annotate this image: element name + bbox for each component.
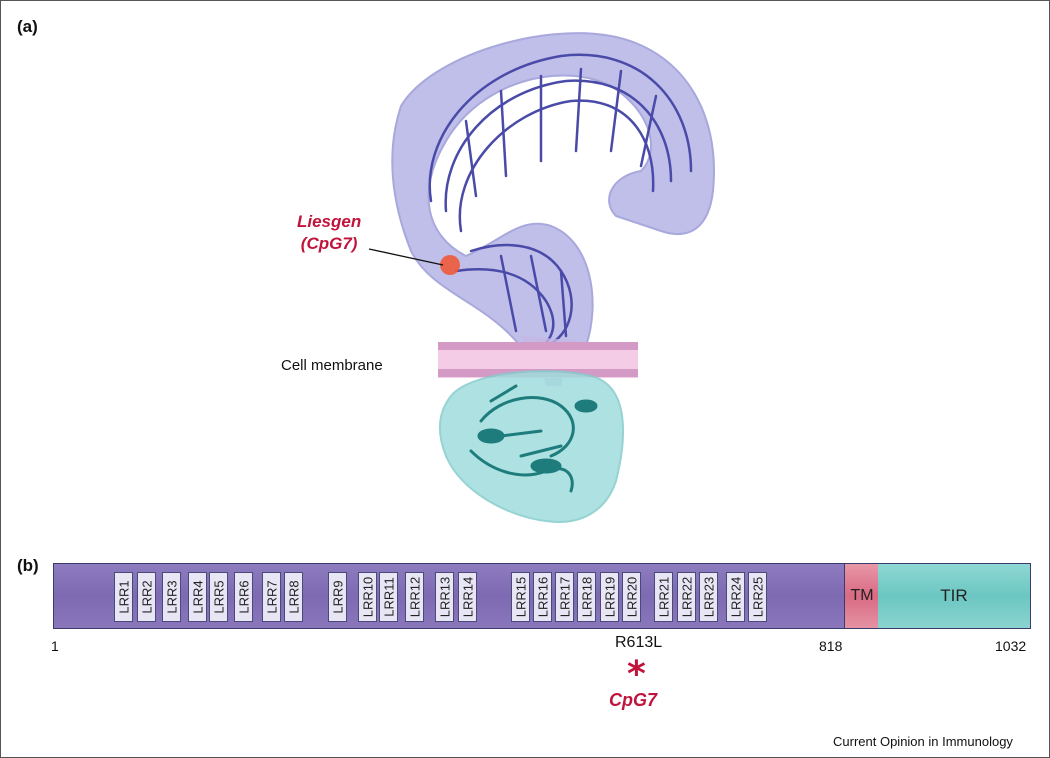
position-start: 1: [51, 638, 59, 654]
lrr-box: LRR22: [677, 572, 696, 622]
lrr-label: LRR25: [750, 576, 765, 618]
lrr-box: LRR4: [188, 572, 207, 622]
tir-domain-surface: [439, 370, 625, 523]
position-end: 1032: [995, 638, 1027, 654]
lrr-label: LRR22: [679, 576, 694, 618]
lrr-label: LRR4: [190, 580, 205, 614]
lrr-box: LRR20: [622, 572, 641, 622]
ectodomain-ribbon: [428, 53, 693, 353]
panel-a-label: (a): [17, 17, 38, 36]
lrr-box: LRR6: [234, 572, 253, 622]
ligand-label-line2: (CpG7): [300, 234, 358, 253]
lrr-box: LRR18: [577, 572, 596, 622]
lrr-label: LRR21: [656, 576, 671, 618]
lrr-label: LRR7: [264, 580, 279, 614]
mutation-marker: *: [627, 654, 646, 695]
lrr-label: LRR18: [579, 576, 594, 618]
position-tm-start: 818: [819, 638, 843, 654]
lrr-label: LRR14: [460, 576, 475, 618]
lrr-label: LRR13: [437, 576, 452, 618]
lrr-box: LRR5: [209, 572, 228, 622]
lrr-box: LRR23: [699, 572, 718, 622]
lrr-label: LRR16: [535, 576, 550, 618]
lrr-label: LRR19: [602, 576, 617, 618]
lrr-box: LRR14: [458, 572, 477, 622]
lrr-box: LRR25: [748, 572, 767, 622]
lrr-box: LRR10: [358, 572, 377, 622]
lrr-box: LRR16: [533, 572, 552, 622]
lrr-label: LRR24: [728, 576, 743, 618]
lrr-box: LRR1: [114, 572, 133, 622]
lrr-label: LRR6: [236, 580, 251, 614]
lrr-label: LRR9: [330, 580, 345, 614]
lrr-box: LRR9: [328, 572, 347, 622]
lrr-box: LRR13: [435, 572, 454, 622]
tir-domain-ribbon: [469, 384, 598, 493]
lrr-box: LRR21: [654, 572, 673, 622]
lrr-label: LRR2: [139, 580, 154, 614]
lrr-box: LRR15: [511, 572, 530, 622]
lrr-label: LRR12: [407, 576, 422, 618]
ligand-pointer: [368, 248, 444, 266]
lrr-box: LRR7: [262, 572, 281, 622]
lrr-label: LRR23: [701, 576, 716, 618]
lrr-box: LRR8: [284, 572, 303, 622]
lrr-label: LRR5: [211, 580, 226, 614]
lrr-label: LRR1: [116, 580, 131, 614]
membrane-label: Cell membrane: [281, 357, 383, 374]
lrr-label: LRR10: [360, 576, 375, 618]
ligand-label-line1: Liesgen: [297, 212, 362, 231]
lrr-label: LRR8: [286, 580, 301, 614]
lrr-box: LRR3: [162, 572, 181, 622]
ligand-label: Liesgen (CpG7): [297, 211, 361, 255]
lrr-label: LRR3: [164, 580, 179, 614]
lrr-label: LRR15: [513, 576, 528, 618]
lrr-box: LRR2: [137, 572, 156, 622]
protein-structure: [368, 32, 715, 523]
tm-domain: TM: [844, 564, 880, 628]
lrr-label: LRR11: [381, 577, 396, 617]
mutation-label: R613L: [615, 634, 663, 651]
lrr-box: LRR11: [379, 572, 398, 622]
ligand-site: [440, 255, 460, 275]
lrr-label: LRR20: [624, 576, 639, 618]
lrr-label: LRR17: [557, 576, 572, 618]
tir-domain: TIR: [878, 564, 1030, 628]
lrr-box: LRR12: [405, 572, 424, 622]
ectodomain-surface: [391, 32, 715, 364]
source-credit: Current Opinion in Immunology: [833, 734, 1013, 749]
lrr-box: LRR17: [555, 572, 574, 622]
mutation-name: CpG7: [609, 690, 658, 710]
lrr-box: LRR24: [726, 572, 745, 622]
panel-b-label: (b): [17, 556, 39, 575]
domain-bar: LRR1 LRR2 LRR3 LRR4 LRR5 LRR6 LRR7 LRR8 LRR9 LRR1…: [53, 563, 1031, 629]
lrr-box: LRR19: [600, 572, 619, 622]
